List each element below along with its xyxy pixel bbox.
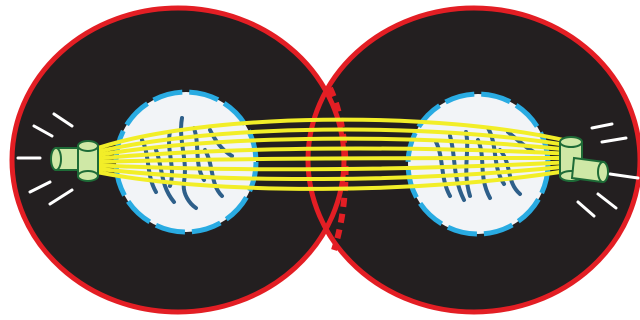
cell-division-diagram bbox=[0, 0, 640, 320]
